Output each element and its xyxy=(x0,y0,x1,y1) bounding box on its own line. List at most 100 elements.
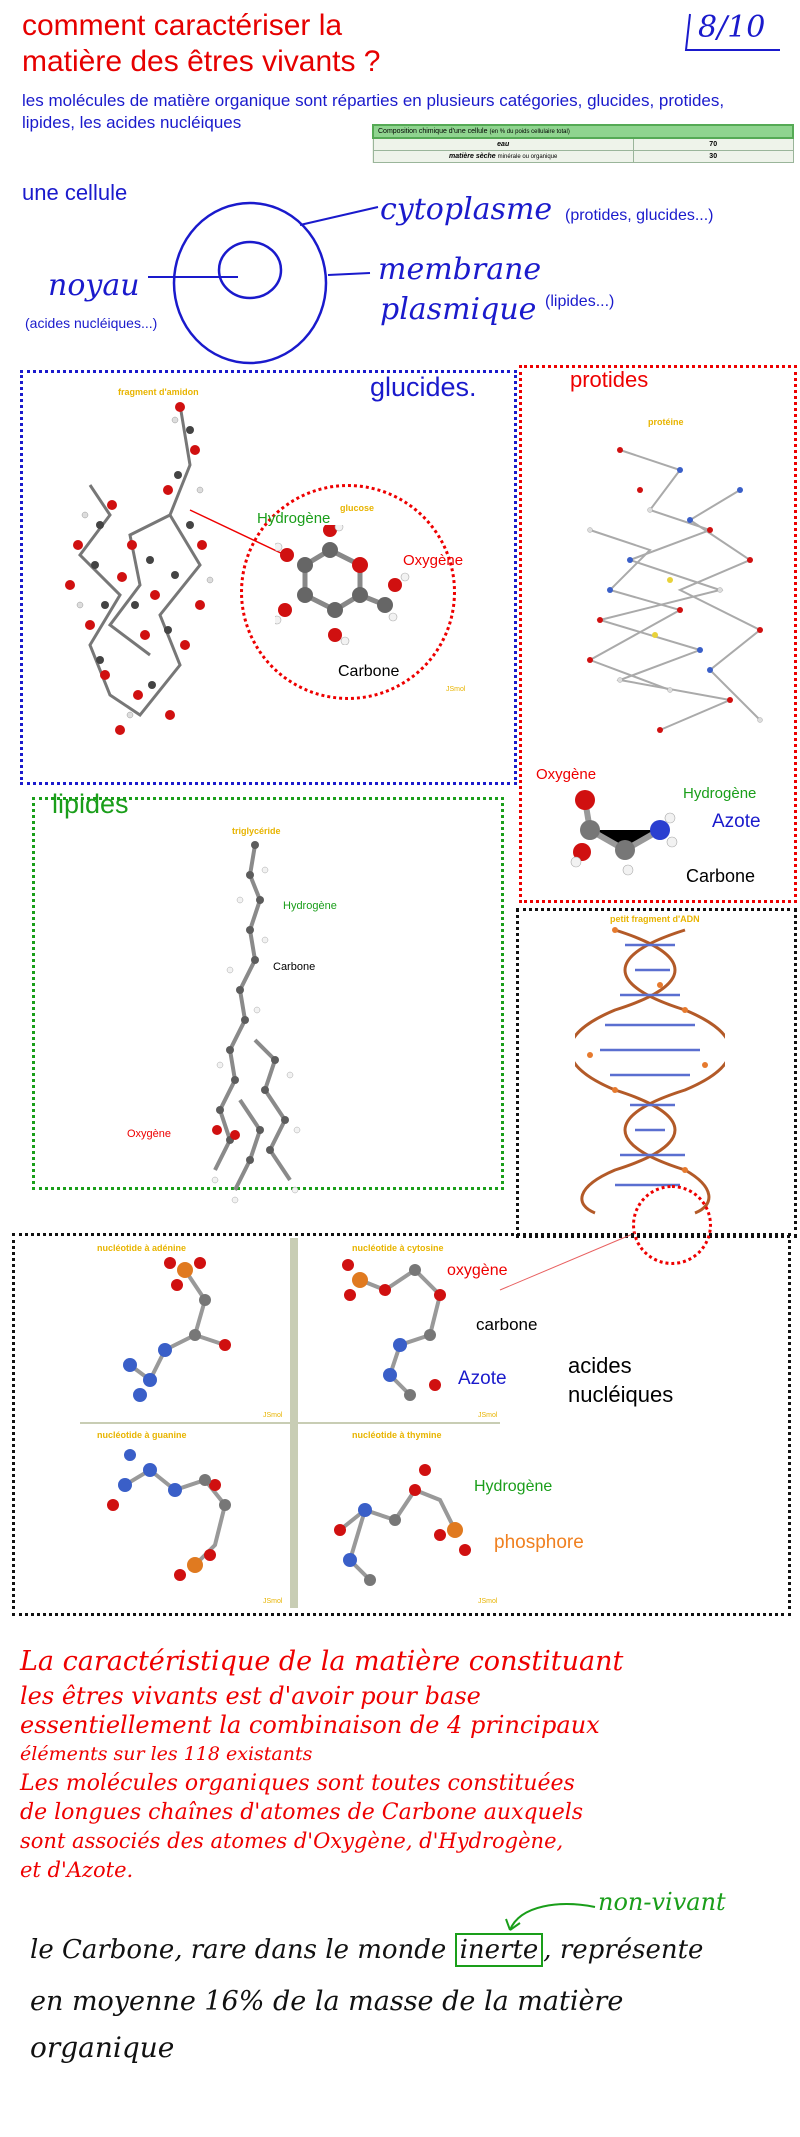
proteine-molecule-model xyxy=(587,447,763,733)
note-red-line: les êtres vivants est d'avoir pour base xyxy=(20,1682,481,1710)
composition-header-note: (en % du poids cellulaire total) xyxy=(489,129,570,135)
non-vivant-arrow xyxy=(505,1903,596,1931)
note-black-line-2: en moyenne 16% de la masse de la matière xyxy=(30,1986,624,2017)
nucleotide-divider-horizontal xyxy=(80,1422,500,1424)
adenine-model xyxy=(123,1257,231,1402)
note-red-line: La caractéristique de la matière constit… xyxy=(20,1646,624,1677)
adn-link-line xyxy=(499,1232,636,1291)
nucleiques-title-2: nucléiques xyxy=(568,1382,674,1407)
note-green-non-vivant: non-vivant xyxy=(598,1888,726,1916)
inerte-boxed-word: inerte xyxy=(454,1933,544,1967)
glucides-box xyxy=(20,370,517,785)
triglyceride-label-carbone: Carbone xyxy=(273,961,316,973)
amino-acid-molecule xyxy=(570,790,680,885)
black-handwritten-notes: le Carbone, rare dans le monde inerte, r… xyxy=(30,1930,790,2068)
nucleotide-label-azote: Azote xyxy=(458,1368,507,1389)
glucose-jsmol-tag: JSmol xyxy=(446,686,466,693)
score-mark: 8/10 xyxy=(684,10,784,54)
glucose-circle xyxy=(240,484,456,700)
membrane-note: (lipides...) xyxy=(545,293,615,310)
cytosine-model xyxy=(342,1259,446,1401)
note-red-line: de longues chaînes d'atomes de Carbone a… xyxy=(20,1800,584,1825)
lipides-box xyxy=(32,797,504,1190)
amino-label-hydrogene: Hydrogène xyxy=(683,785,757,802)
amino-label-oxygene: Oxygène xyxy=(536,766,597,783)
amidon-caption: fragment d'amidon xyxy=(118,387,199,397)
row-eau-label: eau xyxy=(497,141,510,148)
jsmol-tag-2: JSmol xyxy=(478,1412,498,1419)
nucleotide-cytosine-caption: nucléotide à cytosine xyxy=(352,1243,444,1253)
adn-caption: petit fragment d'ADN xyxy=(610,914,700,924)
proteine-molecule xyxy=(560,430,785,765)
nucleiques-box xyxy=(12,1233,791,1616)
red-handwritten-notes: La caractéristique de la matière constit… xyxy=(20,1642,790,1885)
membrane-handwritten-1: membrane xyxy=(378,252,542,287)
protides-box xyxy=(519,365,797,903)
triglyceride-label-hydrogene: Hydrogène xyxy=(283,900,337,912)
intro-text: les molécules de matière organique sont … xyxy=(22,91,725,132)
nucleotide-thymine-molecule xyxy=(320,1450,480,1605)
note-black-part-a: le Carbone, rare dans le monde xyxy=(30,1935,447,1965)
cell-diagram xyxy=(148,201,379,365)
nucleiques-title-1: acides xyxy=(568,1353,632,1378)
triglyceride-label-oxygene: Oxygène xyxy=(127,1128,172,1140)
amino-label-carbone: Carbone xyxy=(686,866,756,886)
note-red-line: essentiellement la combinaison de 4 prin… xyxy=(20,1711,600,1739)
row-eau-value: 70 xyxy=(709,141,718,148)
triglyceride-model xyxy=(211,841,301,1204)
amidon-molecule-model xyxy=(65,402,214,735)
nucleotide-cytosine-molecule xyxy=(340,1255,480,1410)
guanine-model xyxy=(107,1449,231,1581)
glucides-title: glucides. xyxy=(370,372,477,402)
membrane-handwritten-2: plasmique xyxy=(380,292,537,327)
glucose-label-hydrogene: Hydrogène xyxy=(257,510,331,527)
note-red-line: sont associés des atomes d'Oxygène, d'Hy… xyxy=(20,1829,564,1853)
cell-heading: une cellule xyxy=(22,180,128,205)
adn-zoom-circle xyxy=(632,1185,712,1265)
proteine-caption: protéine xyxy=(648,417,684,427)
nucleotide-thymine-caption: nucléotide à thymine xyxy=(352,1430,442,1440)
thymine-model xyxy=(334,1464,471,1586)
nucleotide-adenine-caption: nucléotide à adénine xyxy=(97,1243,187,1253)
page-title: comment caractériser la matière des être… xyxy=(22,9,381,78)
score-underline-shape xyxy=(684,13,780,51)
row-seche-note: minérale ou organique xyxy=(497,154,558,160)
glucose-label-carbone: Carbone xyxy=(338,663,400,680)
glucose-molecule xyxy=(272,522,415,650)
note-black-line-1: le Carbone, rare dans le monde inerte, r… xyxy=(30,1930,790,1970)
note-black-line-3: organique xyxy=(30,2031,175,2064)
score-text: 8/10 xyxy=(698,10,766,45)
jsmol-tag-4: JSmol xyxy=(478,1598,498,1605)
lipides-title: lipides xyxy=(52,789,129,819)
glucose-molecule-model xyxy=(272,522,410,646)
amidon-molecule xyxy=(50,395,240,760)
glucose-caption: glucose xyxy=(340,503,375,513)
noyau-handwritten: noyau xyxy=(48,268,140,303)
adn-molecule xyxy=(568,925,732,1220)
noyau-note: (acides nucléiques...) xyxy=(25,315,158,331)
amino-acid-model xyxy=(570,790,678,876)
composition-header: Composition chimique d'une cellule xyxy=(378,128,488,135)
note-black-part-b: , représente xyxy=(543,1935,704,1965)
nucleotide-guanine-molecule xyxy=(105,1445,255,1600)
adn-helix-model xyxy=(568,927,732,1215)
jsmol-tag-3: JSmol xyxy=(263,1598,283,1605)
nucleotide-label-oxygene: oxygène xyxy=(447,1262,508,1279)
note-red-line: Les molécules organiques sont toutes con… xyxy=(20,1771,575,1796)
nucleotide-label-hydrogene: Hydrogène xyxy=(474,1478,553,1495)
row-seche-value: 30 xyxy=(709,153,718,160)
note-red-line: éléments sur les 118 existants xyxy=(20,1743,313,1765)
nucleotide-guanine-caption: nucléotide à guanine xyxy=(97,1430,187,1440)
triglyceride-caption: triglycéride xyxy=(232,826,281,836)
cytoplasme-note: (protides, glucides...) xyxy=(565,207,714,224)
triglyceride-molecule xyxy=(195,840,345,1215)
nucleotide-adenine-molecule xyxy=(115,1255,255,1410)
protides-title: protides xyxy=(570,367,649,392)
row-seche-label: matière sèche xyxy=(449,153,496,160)
nucleotide-label-carbone: carbone xyxy=(476,1315,538,1334)
glucose-label-oxygene: Oxygène xyxy=(403,552,464,569)
note-red-line: et d'Azote. xyxy=(20,1858,134,1882)
composition-table: Composition chimique d'une cellule (en %… xyxy=(372,124,794,163)
jsmol-tag-1: JSmol xyxy=(263,1412,283,1419)
cytoplasme-handwritten: cytoplasme xyxy=(380,192,553,227)
